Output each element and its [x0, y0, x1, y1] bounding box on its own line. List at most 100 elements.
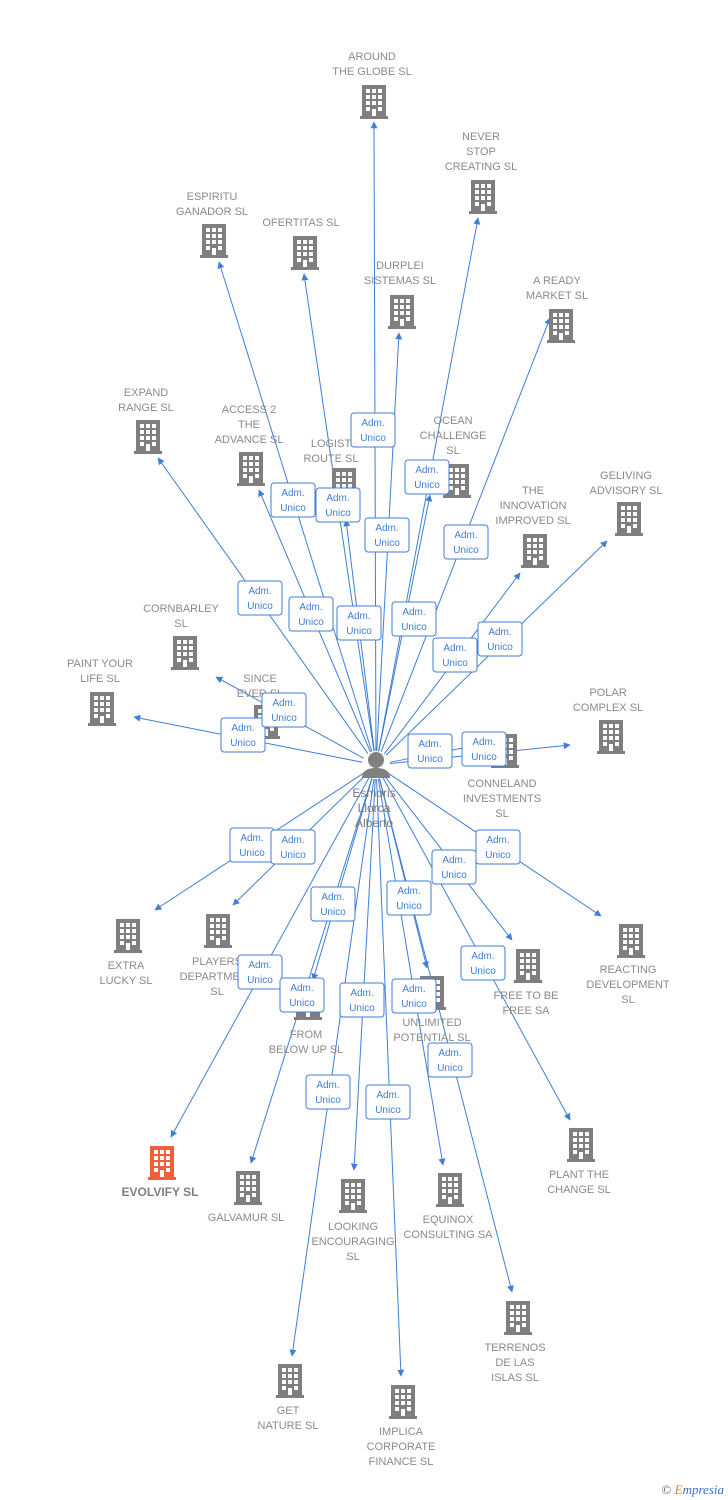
role-text-line: Adm.: [248, 586, 271, 597]
person-icon: [362, 752, 390, 778]
company-label-line: CHALLENGE: [420, 430, 487, 442]
role-label-unlimited-potential[interactable]: Adm.Unico: [386, 880, 432, 916]
building-icon: [389, 1385, 417, 1419]
company-label-line: MARKET SL: [526, 290, 588, 302]
footer-credit[interactable]: © Empresia: [662, 1482, 725, 1498]
role-text-line: Unico: [437, 1063, 463, 1074]
company-label-line: A READY: [533, 275, 581, 287]
role-label-terrenos-de-las-islas[interactable]: Adm. Unico: [427, 1042, 473, 1078]
brand-initial: E: [674, 1482, 683, 1497]
role-label-conneland-investments[interactable]: Adm.Unico: [407, 733, 453, 769]
company-label-line: OFERTITAS SL: [262, 217, 339, 229]
company-label-line: UNLIMITED: [402, 1017, 461, 1029]
building-icon: [234, 1171, 262, 1205]
company-label-line: GANADOR SL: [176, 206, 248, 218]
person-node[interactable]: Esmoris Llorca Alberto: [352, 752, 396, 830]
role-label-evolvify[interactable]: Adm.Unico: [237, 954, 283, 990]
company-label-line: FREE TO BE: [493, 990, 558, 1002]
role-label-implica-corporate-finance[interactable]: Adm.Unico: [365, 1084, 411, 1120]
role-text-line: Unico: [471, 752, 497, 763]
role-label-ocean-challenge[interactable]: Adm.Unico: [391, 601, 437, 637]
role-label-polar-complex[interactable]: Adm.Unico: [461, 731, 507, 767]
person-name-line-1: Esmoris: [352, 786, 395, 800]
company-node-a-ready-market[interactable]: A READY MARKET SL: [526, 275, 588, 343]
role-label-a-ready-market[interactable]: Adm.Unico: [443, 524, 489, 560]
role-text-line: Adm.: [350, 988, 373, 999]
company-label-line: SINCE: [243, 673, 277, 685]
role-label-the-innovation-improved[interactable]: Adm.Unico: [432, 637, 478, 673]
role-label-players-department[interactable]: Adm.Unico: [270, 829, 316, 865]
role-text-line: Adm.: [471, 951, 494, 962]
company-label-line: NATURE SL: [258, 1420, 319, 1432]
edge-to-terrenos-de-las-islas: [379, 778, 514, 1293]
company-node-evolvify[interactable]: EVOLVIFY SL: [122, 1146, 199, 1199]
role-label-durplei-sistemas[interactable]: Adm. Unico: [364, 517, 410, 553]
role-label-reacting-development[interactable]: Adm.Unico: [475, 829, 521, 865]
company-label-line: CONNELAND: [467, 778, 536, 790]
role-label-equinox-consulting[interactable]: Adm.Unico: [391, 978, 437, 1014]
company-node-galvamur[interactable]: GALVAMUR SL: [208, 1171, 285, 1224]
company-label-line: THE GLOBE SL: [332, 66, 411, 78]
role-text-line: Adm.: [272, 698, 295, 709]
role-text-line: Unico: [401, 999, 427, 1010]
role-label-geliving-advisory[interactable]: Adm.Unico: [477, 621, 523, 657]
role-label-free-to-be-free[interactable]: Adm.Unico: [431, 849, 477, 885]
role-label-extra-lucky[interactable]: Adm.Unico: [229, 827, 275, 863]
role-text-line: Adm.: [438, 1048, 461, 1059]
role-text-line: Adm.: [361, 418, 384, 429]
company-node-around-the-globe[interactable]: AROUND THE GLOBE SL: [332, 51, 412, 119]
role-text-line: Adm.: [375, 523, 398, 534]
role-box: [270, 829, 316, 865]
role-label-logist-route[interactable]: Adm.Unico: [336, 605, 382, 641]
company-label-line: PLANT THE: [549, 1169, 609, 1181]
role-label-plant-the-change[interactable]: Adm.Unico: [460, 945, 506, 981]
role-label-around-the-globe[interactable]: Adm.Unico: [350, 412, 396, 448]
role-label-looking-encouraging[interactable]: Adm.Unico: [339, 982, 385, 1018]
role-label-access-2-the-advance[interactable]: Adm.Unico: [288, 596, 334, 632]
company-node-ofertitas[interactable]: OFERTITAS SL: [262, 217, 340, 270]
role-text-line: Adm.: [299, 602, 322, 613]
role-text-line: Unico: [374, 538, 400, 549]
role-text-line: Adm.: [415, 465, 438, 476]
company-label-line: COMPLEX SL: [573, 702, 643, 714]
role-label-galvamur[interactable]: Adm.Unico: [279, 977, 325, 1013]
role-label-expand-range[interactable]: Adm.Unico: [270, 482, 316, 518]
role-label-ofertitas[interactable]: Adm.Unico: [315, 487, 361, 523]
role-label-never-stop-creating[interactable]: Adm.Unico: [404, 459, 450, 495]
building-icon: [237, 452, 265, 486]
role-label-since-ever[interactable]: Adm.Unico: [261, 692, 307, 728]
role-label-get-nature[interactable]: Adm.Unico: [305, 1074, 351, 1110]
company-label-line: GALVAMUR SL: [208, 1212, 285, 1224]
role-label-espiritu-ganador[interactable]: Adm.Unico: [237, 580, 283, 616]
role-label-from-below-up[interactable]: Adm.Unico: [310, 886, 356, 922]
role-label-paint-your-life[interactable]: Adm.Unico: [220, 717, 266, 753]
company-label-line: AROUND: [348, 51, 396, 63]
